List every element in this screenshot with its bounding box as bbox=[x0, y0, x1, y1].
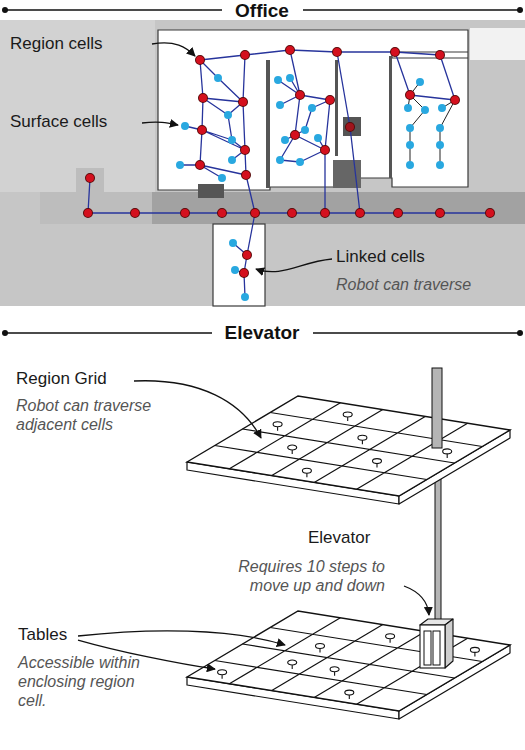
elevator-shaft bbox=[432, 368, 442, 448]
rule-end bbox=[517, 7, 523, 13]
map-obstacle bbox=[198, 184, 224, 198]
callout-note: Robot can traverse adjacent cells bbox=[16, 396, 191, 434]
elevator-door bbox=[424, 631, 431, 665]
map-unknown bbox=[0, 20, 155, 192]
callout-note: Accessible within enclosing region cell. bbox=[18, 653, 143, 711]
leader-line bbox=[152, 43, 195, 56]
callout-label: Linked cells bbox=[336, 247, 516, 267]
rule-end bbox=[2, 330, 8, 336]
callout-note: Requires 10 steps to move up and down bbox=[230, 557, 385, 595]
region-grid bbox=[187, 611, 510, 711]
table-symbols bbox=[273, 412, 452, 477]
map-wall bbox=[335, 60, 338, 156]
region-grid bbox=[187, 396, 510, 496]
elevator-door bbox=[433, 631, 440, 665]
leader-line bbox=[78, 631, 285, 645]
region-cells bbox=[88, 50, 490, 273]
map-wall bbox=[389, 56, 392, 178]
section-heading: Elevator bbox=[212, 322, 312, 345]
map-corridor bbox=[40, 192, 525, 224]
map-corridor bbox=[40, 192, 152, 224]
region-cell-outline bbox=[88, 50, 490, 273]
elevator-shaft bbox=[435, 478, 441, 620]
map-background bbox=[0, 20, 525, 306]
rule-end bbox=[2, 7, 8, 13]
grid-lines bbox=[187, 611, 510, 711]
callout-label: Region Grid bbox=[16, 369, 166, 389]
grid-plate bbox=[187, 611, 510, 711]
grid-plate bbox=[187, 396, 510, 496]
cell-links bbox=[88, 50, 490, 297]
elevator-cabin bbox=[420, 625, 445, 668]
rule-end bbox=[517, 330, 523, 336]
map-free-space bbox=[470, 28, 525, 60]
cell-links bbox=[408, 82, 455, 165]
callout-label: Elevator bbox=[308, 528, 418, 548]
grid-lines bbox=[187, 396, 510, 496]
callout-note: Robot can traverse bbox=[336, 275, 521, 294]
leader-line bbox=[404, 586, 429, 615]
callout-label: Surface cells bbox=[10, 112, 152, 132]
callout-label: Region cells bbox=[10, 34, 152, 54]
map-room bbox=[213, 224, 265, 306]
callout-label: Tables bbox=[18, 625, 118, 645]
map-wall bbox=[266, 60, 270, 188]
elevator-cabin bbox=[445, 619, 453, 668]
leader-line bbox=[256, 259, 332, 272]
leader-line bbox=[134, 381, 261, 438]
leader-line bbox=[142, 122, 178, 125]
section-heading: Office bbox=[212, 0, 312, 23]
